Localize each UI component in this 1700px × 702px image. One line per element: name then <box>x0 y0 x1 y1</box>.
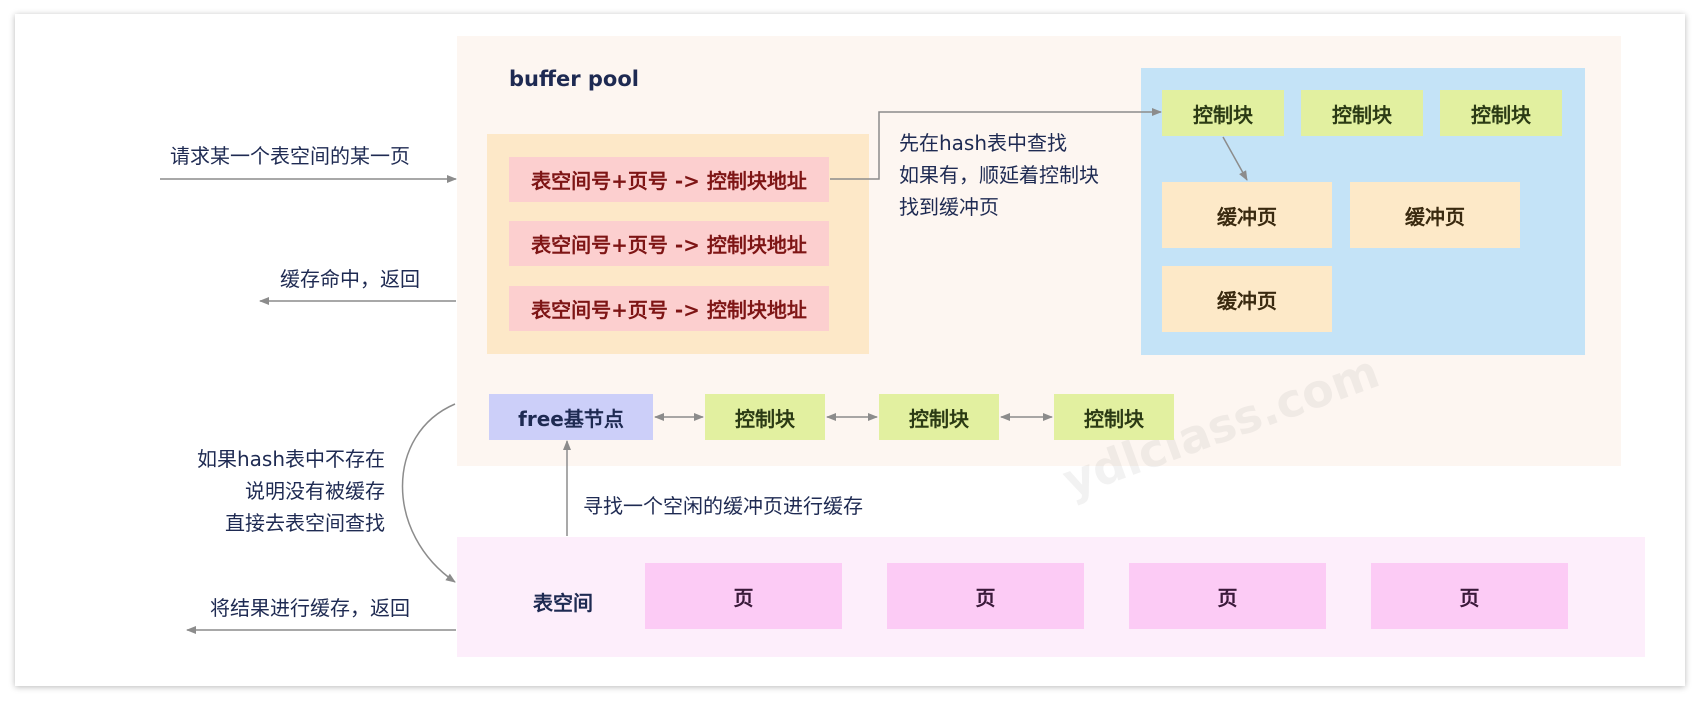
miss-note-line: 如果hash表中不存在 <box>196 447 385 471</box>
hash-entry: 表空间号+页号 -> 控制块地址 <box>509 157 829 202</box>
lookup-note-line: 先在hash表中查找 <box>899 131 1068 155</box>
control-block: 控制块 <box>1301 90 1423 136</box>
request-label: 请求某一个表空间的某一页 <box>170 144 410 168</box>
control-block: 控制块 <box>1440 90 1562 136</box>
miss-note-line: 说明没有被缓存 <box>245 479 385 503</box>
tablespace-page: 页 <box>887 563 1084 629</box>
tablespace-label: 表空间 <box>533 591 593 615</box>
hash-entry: 表空间号+页号 -> 控制块地址 <box>509 286 829 331</box>
free-control-block: 控制块 <box>1054 394 1174 440</box>
buffer-page: 缓冲页 <box>1162 266 1332 332</box>
free-list-head: free基节点 <box>489 394 653 440</box>
cache-hit-label: 缓存命中，返回 <box>280 267 420 291</box>
hash-lookup-arrow <box>830 108 1162 180</box>
find-free-note: 寻找一个空闲的缓冲页进行缓存 <box>583 494 863 518</box>
hash-entry: 表空间号+页号 -> 控制块地址 <box>509 221 829 266</box>
free-control-block: 控制块 <box>705 394 825 440</box>
lookup-note-line: 找到缓冲页 <box>899 195 999 219</box>
buffer-page: 缓冲页 <box>1350 182 1520 248</box>
tablespace-page: 页 <box>645 563 842 629</box>
diagram-card: ydlclass.com buffer pool 表空间号+页号 -> 控制块地… <box>15 14 1685 686</box>
tablespace-page: 页 <box>1129 563 1326 629</box>
miss-note-line: 直接去表空间查找 <box>225 511 385 535</box>
control-to-buffer-arrow <box>1222 136 1248 181</box>
free-control-block: 控制块 <box>879 394 999 440</box>
connector-arrows <box>160 108 1248 634</box>
buffer-page: 缓冲页 <box>1162 182 1332 248</box>
buffer-pool-title: buffer pool <box>509 67 639 91</box>
cache-result-label: 将结果进行缓存，返回 <box>210 596 410 620</box>
control-block: 控制块 <box>1162 90 1284 136</box>
lookup-note-line: 如果有，顺延着控制块 <box>899 163 1099 187</box>
miss-arrow <box>401 403 456 583</box>
tablespace-page: 页 <box>1371 563 1568 629</box>
